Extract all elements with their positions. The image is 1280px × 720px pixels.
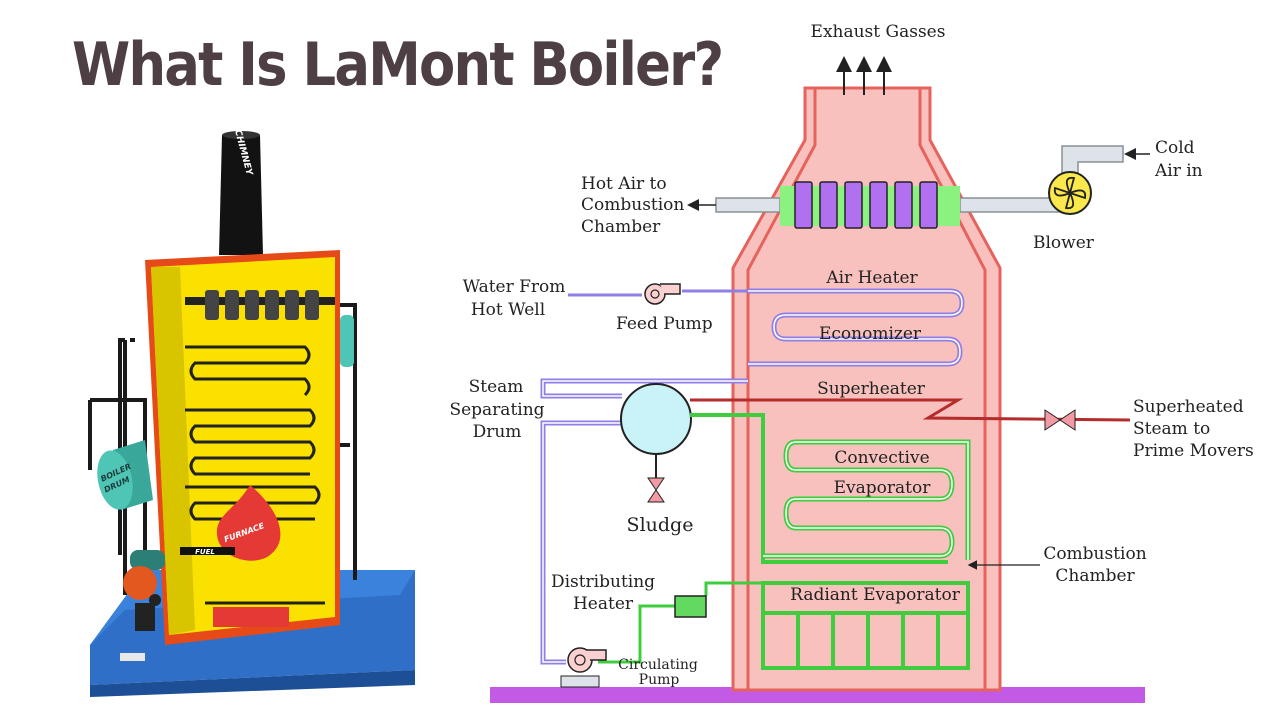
steam-drum-label-1: Steam [469,377,524,397]
model-flame: FURNACE [216,485,281,561]
model-side-tank [340,315,354,367]
sludge-label: Sludge [627,514,694,536]
superheated-label-3: Prime Movers [1133,441,1254,461]
model-coils [185,345,325,605]
model-grate [213,607,289,627]
superheated-label-1: Superheated [1133,397,1244,417]
hot-air-label-3: Chamber [581,217,661,237]
feed-pump-label: Feed Pump [616,314,713,334]
blower [1048,171,1092,215]
fuel-label: FUEL [195,548,215,556]
exhaust-arrows [836,56,892,95]
hot-air-duct [715,197,781,213]
combustion-label-1: Combustion [1043,544,1146,564]
economizer-coil-highlight [748,290,963,365]
distributing-label-2: Heater [573,594,634,614]
air-heater-label: Air Heater [825,268,918,288]
feed-pump [644,283,681,305]
water-label-1: Water From [463,277,566,297]
cold-air-label-2: Air in [1154,161,1203,181]
steam-separating-drum [620,383,692,455]
model-pump [123,550,165,631]
downcomer-line [540,420,622,665]
superheater-line [690,398,1131,422]
air-heater-tubes [794,181,938,229]
model-furnace-box [145,250,340,645]
radiant-evaporator [761,581,970,670]
superheated-steam-valve [1044,409,1076,431]
drum-to-evaporator-line [690,413,948,564]
hot-air-label-2: Combustion [581,195,684,215]
distributing-label-1: Distributing [551,572,655,592]
water-inlet-line [568,289,748,297]
superheated-label-2: Steam to [1133,419,1210,439]
model-fuel-burner [180,547,235,555]
superheater-label: Superheater [817,379,926,399]
distributing-heater [674,595,707,618]
hot-air-label-1: Hot Air to [581,174,667,194]
page-title: What Is LaMont Boiler? [72,30,724,100]
economizer-label: Economizer [819,324,922,344]
cold-air-label-1: Cold [1155,138,1195,158]
distributing-line [598,581,763,664]
sludge-valve [647,454,665,503]
furnace-shell [731,86,1002,692]
circulating-label-1: Circulating [618,657,698,673]
blower-label: Blower [1033,233,1095,253]
exhaust-label: Exhaust Gasses [811,22,946,42]
boiler-model-illustration: CHIMNEY FURNACE FUEL BOILER DRUM [88,129,415,697]
convective-label-2: Evaporator [834,478,932,498]
model-chimney: CHIMNEY [219,129,263,255]
convective-label-1: Convective [834,448,929,468]
steam-drum-label-3: Drum [473,422,522,442]
combustion-label-2: Chamber [1055,566,1135,586]
cold-air-duct [959,197,1061,213]
circulating-pump [560,647,607,688]
model-air-heater [185,290,335,320]
water-label-2: Hot Well [471,300,545,320]
steam-drum-label-2: Separating [449,400,544,420]
model-boiler-drum: BOILER DRUM [97,440,153,510]
radiant-label: Radiant Evaporator [790,585,961,605]
circulating-label-2: Pump [639,672,680,688]
